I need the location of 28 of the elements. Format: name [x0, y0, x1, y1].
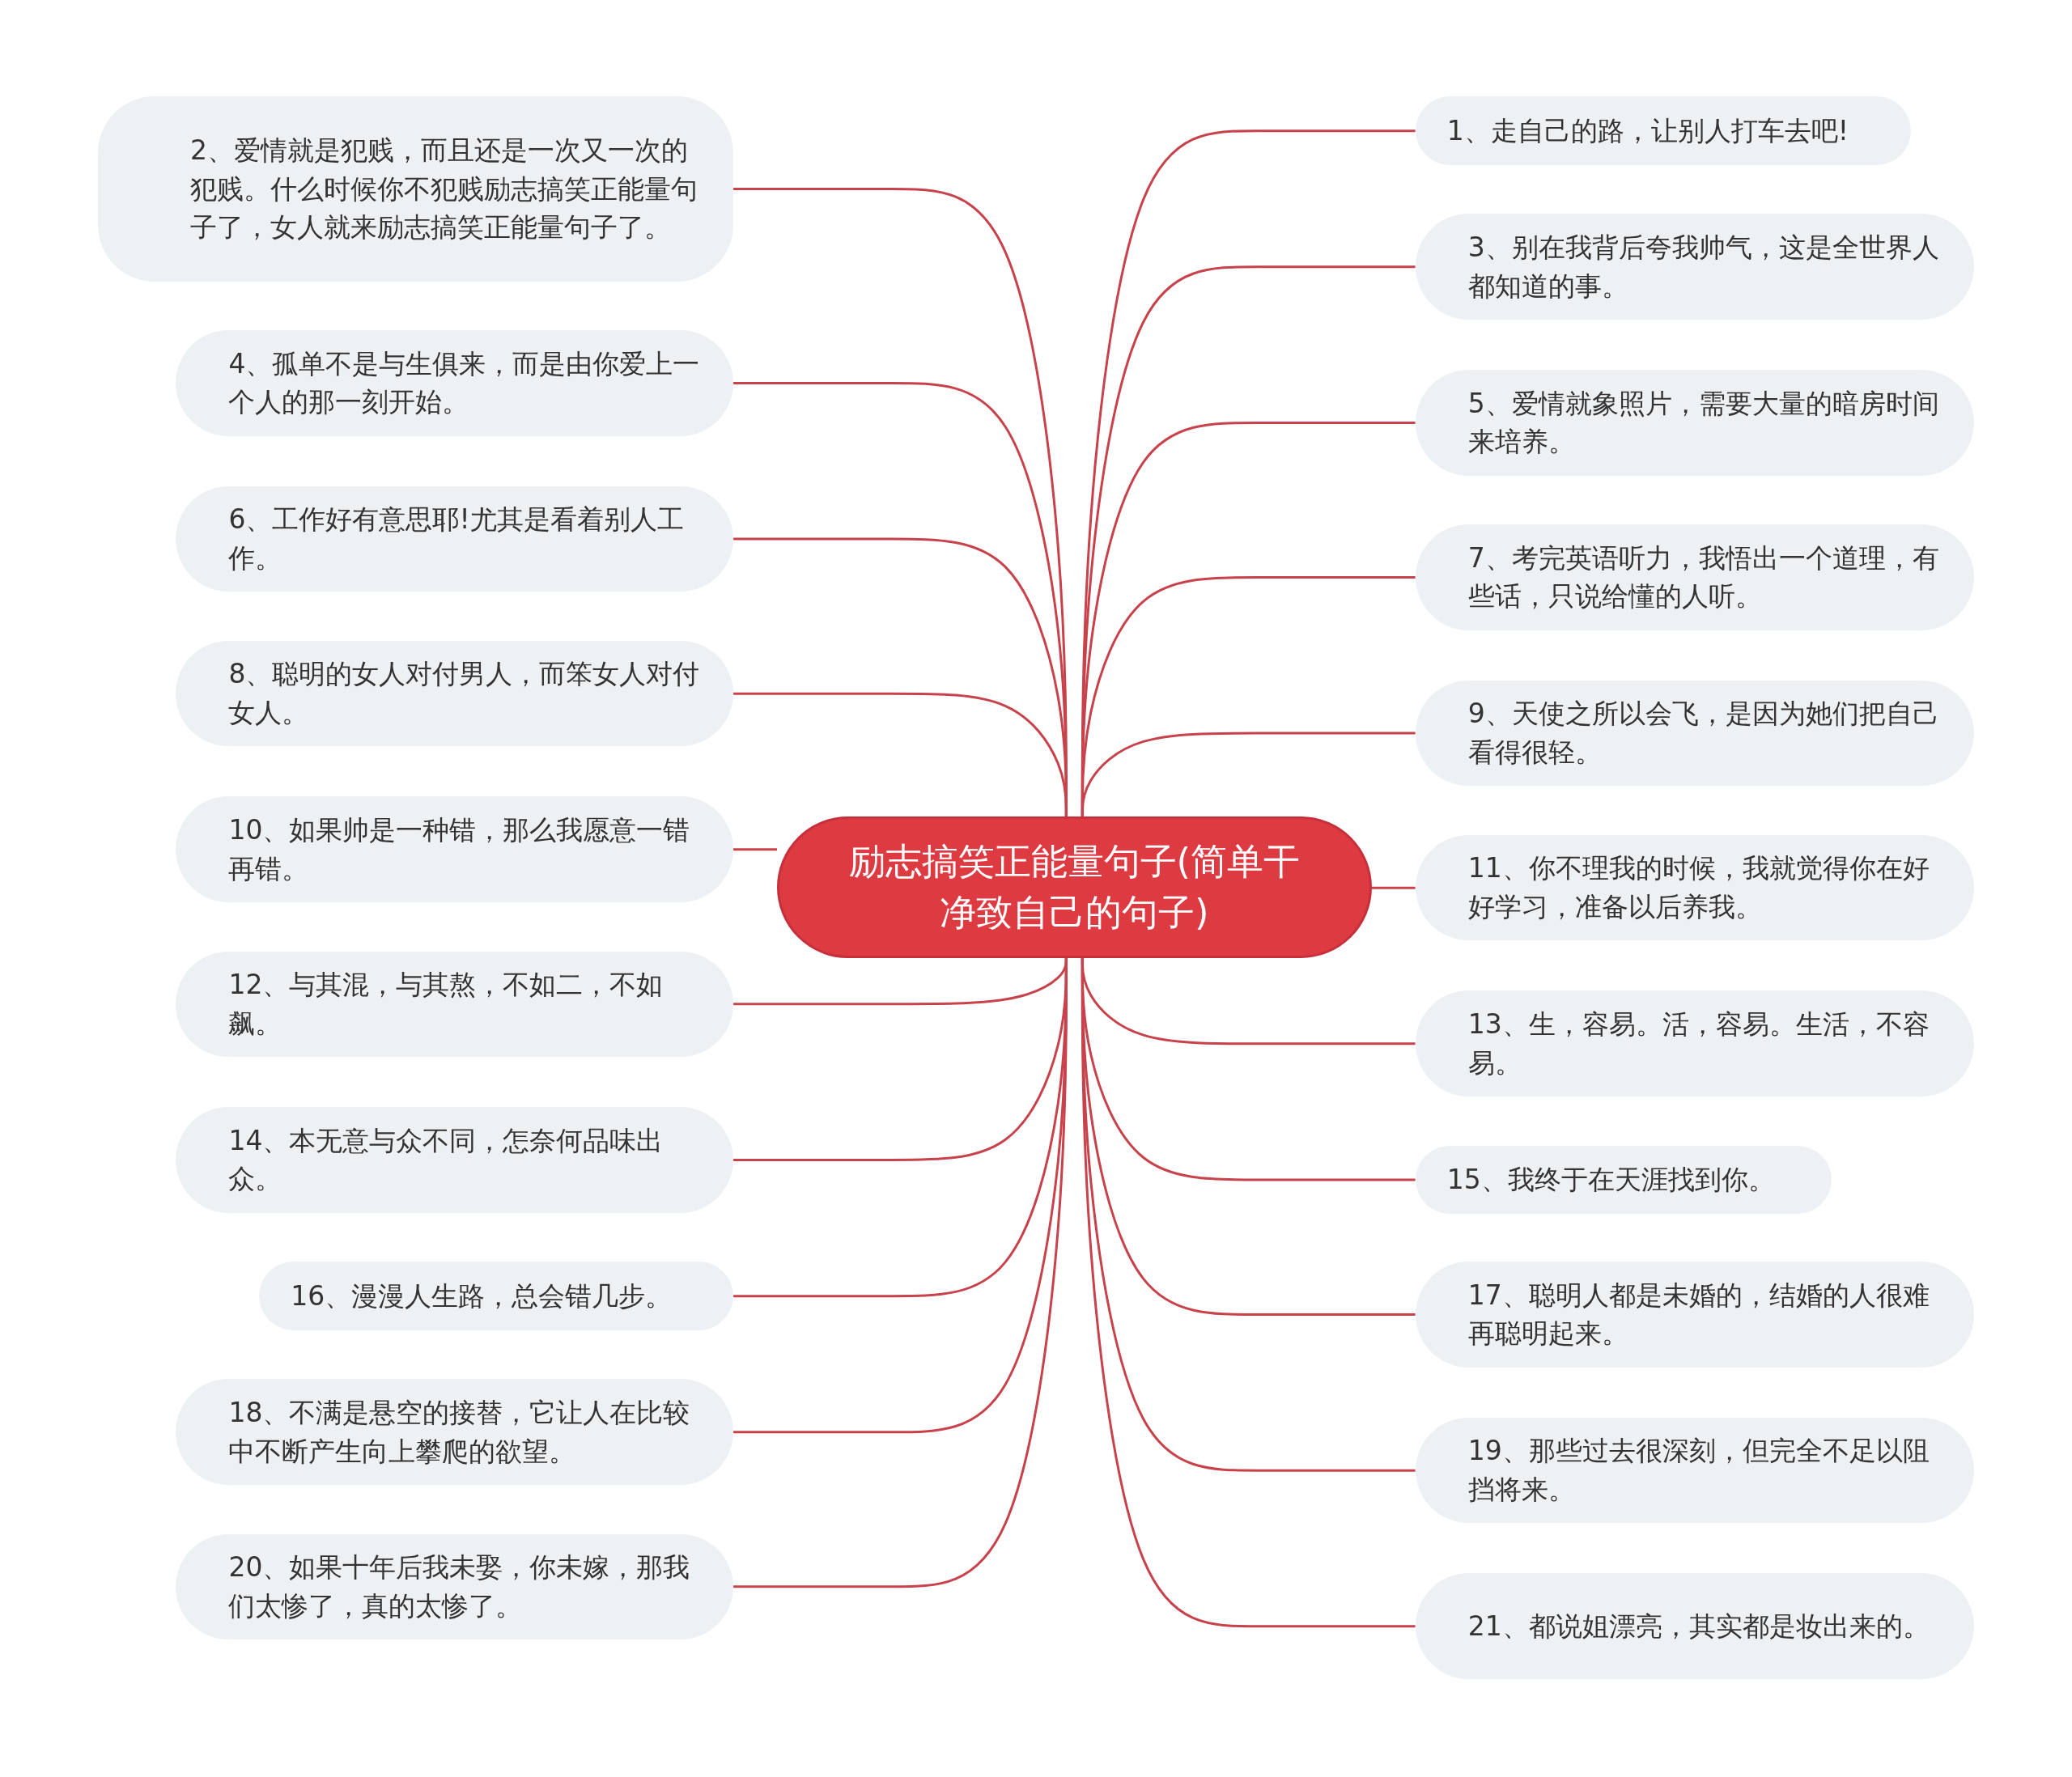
topic-text: 17、聪明人都是未婚的，结婚的人很难再聪明起来。: [1467, 1278, 1930, 1351]
topic-text: 8、聪明的女人对付男人，而笨女人对付女人。: [228, 657, 701, 731]
topic-text: 11、你不理我的时候，我就觉得你在好好学习，准备以后养我。: [1467, 851, 1930, 925]
topic-text: 13、生，容易。活，容易。生活，不容易。: [1467, 1007, 1930, 1080]
topic-bubble: [97, 96, 734, 282]
topic-text: 4、孤单不是与生俱来，而是由你爱上一个人的那一刻开始。: [228, 346, 701, 420]
topic-text: 18、不满是悬空的接替，它让人在比较中不断产生向上攀爬的欲望。: [228, 1395, 691, 1469]
topic-text: 14、本无意与众不同，怎奈何品味出众。: [228, 1123, 664, 1197]
topic-text: 1、走自己的路，让别人打车去吧!: [1446, 113, 1849, 148]
topic-text: 15、我终于在天涯找到你。: [1446, 1163, 1775, 1197]
connector-line: [1081, 957, 1416, 1628]
topic-text: 12、与其混，与其熬，不如二，不如飙。: [228, 967, 664, 1041]
connector-line: [1081, 732, 1416, 816]
connector-line: [733, 848, 777, 851]
connector-line: [733, 692, 1068, 816]
topic-text: 2、爱情就是犯贱，而且还是一次又一次的犯贱。什么时候你不犯贱励志搞笑正能量句子了，女人就来励志搞笑正能量句子了。: [190, 133, 699, 245]
topic-text: 3、别在我背后夸我帅气，这是全世界人都知道的事。: [1467, 230, 1940, 303]
topic-text: 16、漫漫人生路，总会错几步。: [291, 1279, 673, 1313]
connector-line: [1371, 886, 1416, 889]
topic-text: 7、考完英语听力，我悟出一个道理，有些话，只说给懂的人听。: [1467, 541, 1940, 614]
topic-text: 19、那些过去很深刻，但完全不足以阻挡将来。: [1467, 1434, 1930, 1508]
topic-text: 6、工作好有意思耶!尤其是看着别人工作。: [228, 503, 685, 576]
topic-text: 9、天使之所以会飞，是因为她们把自己看得很轻。: [1467, 697, 1940, 770]
topic-text: 21、都说姐漂亮，其实都是妆出来的。: [1467, 1609, 1930, 1643]
topic-text: 20、如果十年后我未娶，你未嫁，那我们太惨了，真的太惨了。: [228, 1550, 691, 1623]
topic-text: 5、爱情就象照片，需要大量的暗房时间来培养。: [1467, 386, 1940, 460]
topic-text: 励志搞笑正能量句子(简单干净致自己的句子): [847, 839, 1301, 936]
topic-text: 10、如果帅是一种错，那么我愿意一错再错。: [228, 812, 691, 886]
